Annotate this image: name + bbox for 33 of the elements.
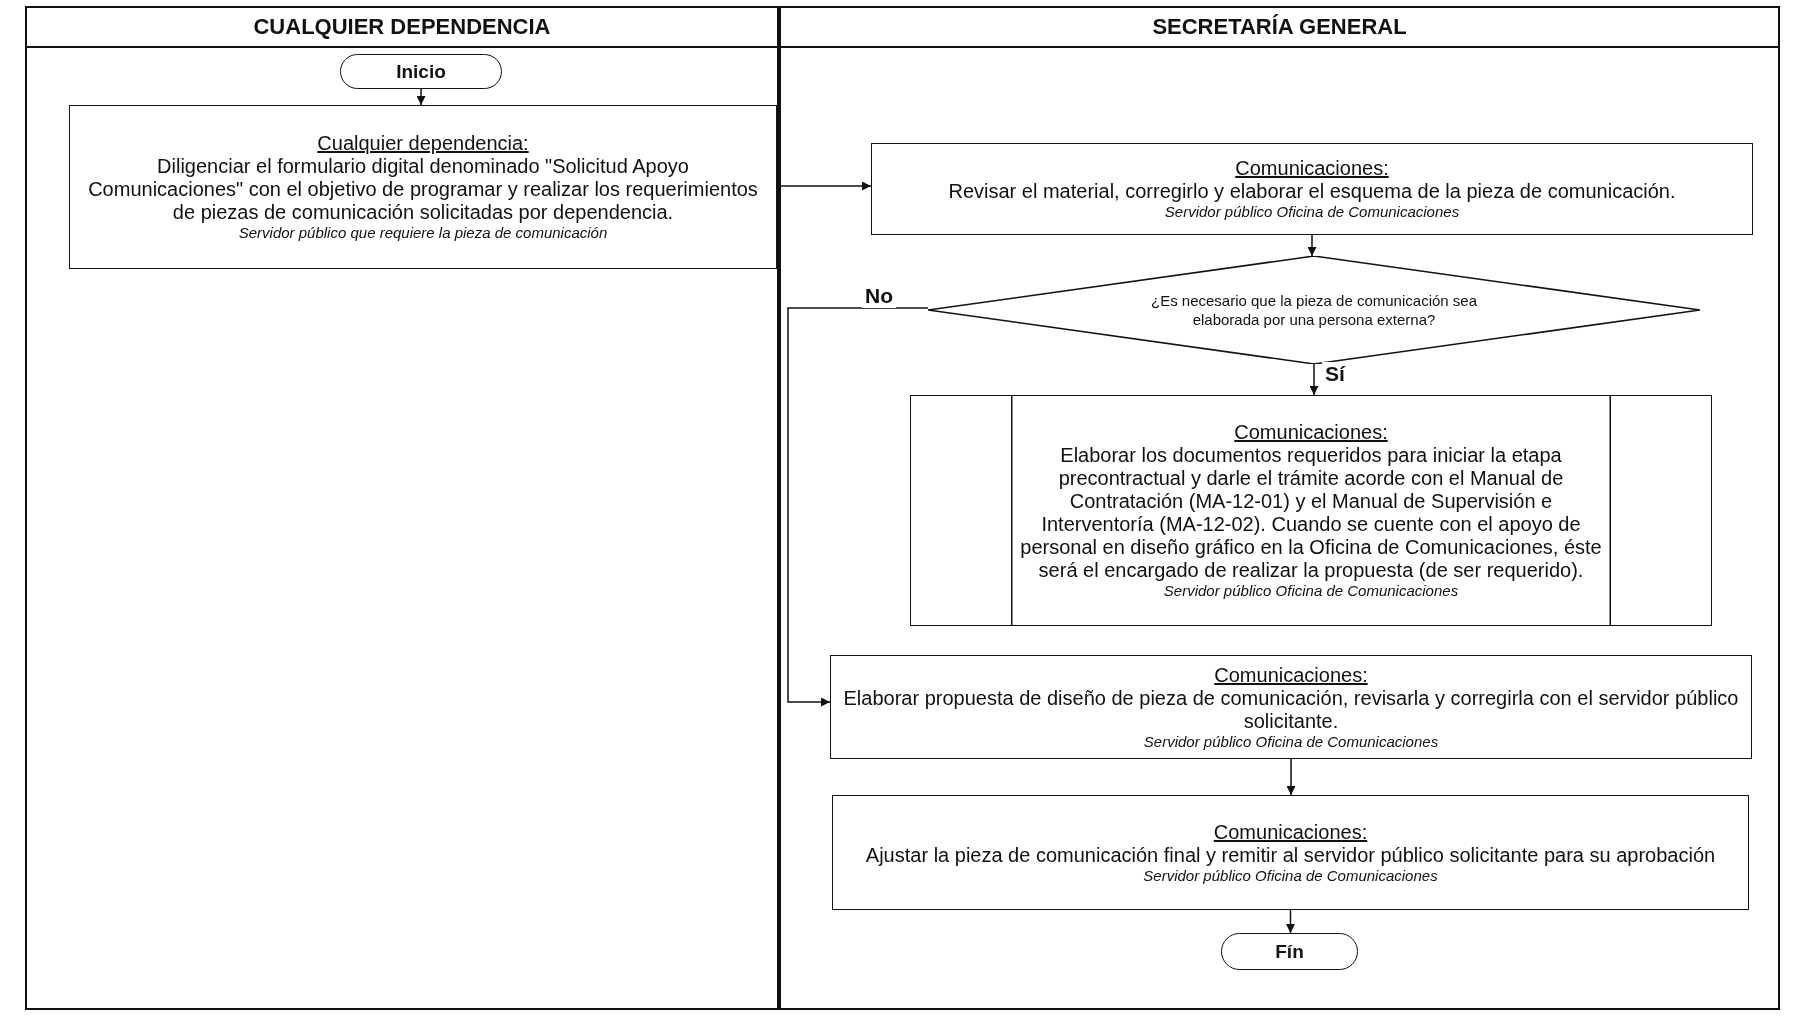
arrow [1307, 234, 1317, 257]
step-heading: Cualquier dependencia: [317, 132, 529, 155]
responsible-role: Servidor público Oficina de Comunicaciones [1164, 203, 1460, 221]
step-description: Revisar el material, corregirlo y elaborar el esquema de la pieza de comunicación. [948, 180, 1676, 203]
decision-question: ¿Es necesario que la pieza de comunicación sea elaborada por una persona externa? [1150, 290, 1478, 330]
lane-header: SECRETARÍA GENERAL [781, 8, 1778, 48]
responsible-role: Servidor público Oficina de Comunicaciones [1143, 866, 1438, 885]
terminal-shape: Inicio [340, 54, 502, 89]
step-heading: Comunicaciones: [1235, 157, 1389, 180]
responsible-role: Servidor público que requiere la pieza de comunicación [238, 224, 608, 242]
step-description: Elaborar propuesta de diseño de pieza de comunicación, revisarla y corregirla con el servidor público solicitante. [842, 686, 1740, 733]
step-description: Elaborar los documentos requeridos para iniciar la etapa precontractual y darle el trámite acorde con el Manual de Contratación (MA-12-01) y el Manual de Supervisión e Interventoría (MA-12-02). Cuando se cuente con el apoyo de personal en diseño gráfico en la Oficina de Comunicaciones, éste será el encargado de realizar la propuesta (de ser requerido). [1019, 444, 1603, 582]
arrow [1286, 758, 1296, 796]
responsible-role: Servidor público Oficina de Comunicaciones [1163, 582, 1459, 600]
process-box [69, 105, 777, 269]
step-heading: Comunicaciones: [1213, 820, 1368, 844]
process-box [871, 143, 1753, 235]
step-description: Ajustar la pieza de comunicación final y remitir al servidor público solicitante para su aprobación [865, 843, 1716, 867]
arrow [1286, 909, 1295, 934]
process-box [832, 795, 1749, 910]
arrow [416, 88, 426, 106]
responsible-role: Servidor público Oficina de Comunicaciones [1143, 732, 1439, 751]
terminal-shape: Fín [1221, 933, 1358, 970]
process-box [830, 655, 1752, 759]
lane-header: CUALQUIER DEPENDENCIA [27, 8, 777, 48]
predefined-process-box [910, 395, 1712, 626]
step-heading: Comunicaciones: [1214, 663, 1368, 687]
swimlane [779, 6, 1780, 1010]
step-heading: Comunicaciones: [1234, 421, 1388, 444]
swimlane [25, 6, 779, 1010]
step-description: Diligenciar el formulario digital denominado "Solicitud Apoyo Comunicaciones" con el objetivo de programar y realizar los requerimientos de piezas de comunicación solicitadas por dependencia. [87, 155, 759, 224]
arrow [1309, 363, 1319, 396]
arrow [787, 307, 929, 707]
